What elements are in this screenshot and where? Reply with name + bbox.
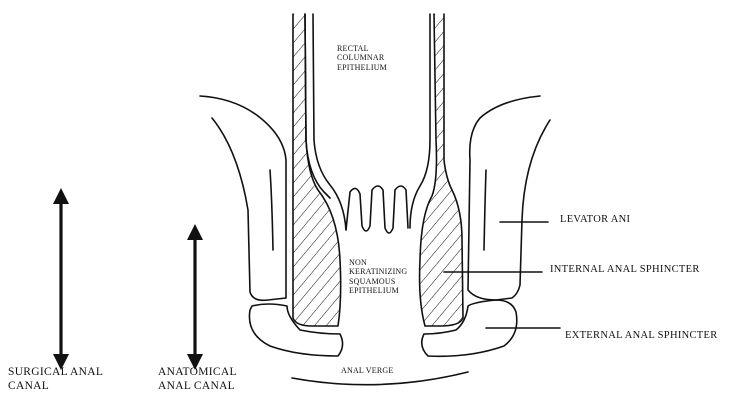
internal-sphincter-label: INTERNAL ANAL SPHINCTER xyxy=(550,264,700,276)
left-internal-sphincter xyxy=(293,14,341,326)
external-sphincter-label: EXTERNAL ANAL SPHINCTER xyxy=(565,330,718,342)
rectal-epithelium-label: RECTAL COLUMNAR EPITHELIUM xyxy=(337,44,387,72)
surgical-canal-label: SURGICAL ANAL CANAL xyxy=(8,366,103,393)
right-lumen-line xyxy=(410,14,430,228)
anal-columns xyxy=(346,186,408,233)
anal-verge-label: ANAL VERGE xyxy=(341,366,393,375)
right-levator-ani xyxy=(468,96,550,300)
left-levator-ani xyxy=(200,96,286,300)
anatomical-canal-label: ANATOMICAL ANAL CANAL xyxy=(158,366,237,393)
levator-ani-label: LEVATOR ANI xyxy=(560,214,630,226)
squamous-epithelium-label: NON KERATINIZING SQUAMOUS EPITHELIUM xyxy=(349,258,407,296)
